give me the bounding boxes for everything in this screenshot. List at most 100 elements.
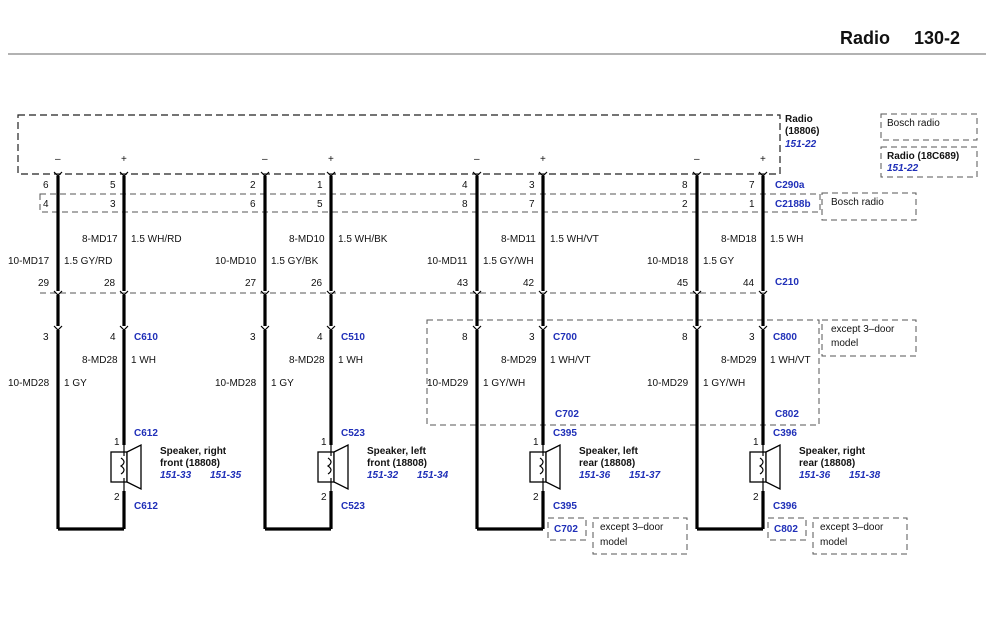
- g4-c2188b-pin-plus: 1: [749, 199, 755, 210]
- g1-wire-bot-plus-color: 1 WH: [131, 355, 156, 366]
- g1-wire-top-plus-id: 8-MD17: [82, 234, 118, 245]
- g2-wire-bot-minus-id: 10-MD28: [215, 378, 257, 389]
- c210-label[interactable]: C210: [775, 277, 799, 288]
- g4-speaker-pin-2: 2: [753, 492, 759, 503]
- g1-minus-sign: –: [55, 154, 61, 165]
- g4-wire-bot-minus-id: 10-MD29: [647, 378, 689, 389]
- g2-speaker-name-line1: Speaker, left: [367, 446, 427, 457]
- g4-c2188b-pin-minus: 2: [682, 199, 688, 210]
- g2-lower-chevrons: [260, 325, 336, 331]
- g3-lower-connector-label[interactable]: C700: [553, 332, 577, 343]
- rear-except-note-line2: model: [831, 338, 858, 349]
- g2-speaker-connector-bottom[interactable]: C523: [341, 501, 365, 512]
- g2-wire-bot-plus-color: 1 WH: [338, 355, 363, 366]
- g2-speaker-ref2-link[interactable]: 151-34: [417, 470, 449, 481]
- g2-speaker-coil-icon: [326, 445, 332, 491]
- c290a-label[interactable]: C290a: [775, 180, 805, 191]
- g4-minus-sign: –: [694, 154, 700, 165]
- g4-wire-top-plus-color: 1.5 WH: [770, 234, 803, 245]
- g3-speaker-ref1-link[interactable]: 151-36: [579, 470, 611, 481]
- g1-speaker-ref1-link[interactable]: 151-33: [160, 470, 192, 481]
- radio-alt-box: [880, 146, 978, 178]
- c2188b-row-box: [39, 193, 821, 213]
- g4-c210-pin-minus: 45: [677, 278, 689, 289]
- g2-speaker-cone-icon: [333, 443, 349, 491]
- g3-speaker-name-line2: rear (18808): [579, 458, 635, 469]
- g1-c2188b-pin-plus: 3: [110, 199, 116, 210]
- g4-speaker-ref2-link[interactable]: 151-38: [849, 470, 881, 481]
- g4-wire-top-minus-id: 10-MD18: [647, 256, 689, 267]
- g2-lower-connector-label[interactable]: C510: [341, 332, 365, 343]
- page-number: 130-2: [914, 28, 960, 48]
- g2-speaker-connector-top[interactable]: C523: [341, 428, 365, 439]
- g1-wire-bot-plus-id: 8-MD28: [82, 355, 118, 366]
- g1-wire-top-minus-id: 10-MD17: [8, 256, 50, 267]
- g3-wire-bot-minus-id: 10-MD29: [427, 378, 469, 389]
- g1-c210-pin-plus: 28: [104, 278, 116, 289]
- g3-lower-pin-minus: 8: [462, 332, 468, 343]
- g1-speaker-pin-2: 2: [114, 492, 120, 503]
- g1-lower-chevrons: [53, 325, 129, 331]
- g1-lower-pin-plus: 4: [110, 332, 116, 343]
- rear-bottom-1-note-line2: model: [600, 537, 627, 548]
- g2-wire-top-minus-id: 10-MD10: [215, 256, 257, 267]
- g4-c7x2-label[interactable]: C802: [775, 409, 799, 420]
- radio-alt-label: Radio (18C689): [887, 151, 959, 162]
- g4-speaker-ref1-link[interactable]: 151-36: [799, 470, 831, 481]
- g1-speaker-connector-bottom[interactable]: C612: [134, 501, 158, 512]
- radio-ref-link[interactable]: 151-22: [785, 139, 817, 150]
- radio-alt-ref-link[interactable]: 151-22: [887, 163, 919, 174]
- g4-speaker-coil-icon: [758, 445, 764, 491]
- g4-lower-chevrons: [692, 325, 768, 331]
- g1-c2188b-pin-minus: 4: [43, 199, 49, 210]
- g1-wire-bot-minus-color: 1 GY: [64, 378, 87, 389]
- g1-speaker-coil-icon: [119, 445, 125, 491]
- g1-speaker-pin-1: 1: [114, 437, 120, 448]
- g3-c210-pin-plus: 42: [523, 278, 535, 289]
- g3-plus-sign: +: [540, 154, 546, 165]
- g4-c290a-pin-plus: 7: [749, 180, 755, 191]
- radio-part: (18806): [785, 126, 819, 137]
- g3-minus-sign: –: [474, 154, 480, 165]
- g4-wire-top-minus-color: 1.5 GY: [703, 256, 734, 267]
- rear-bottom-1-note-box: [592, 517, 688, 555]
- g1-wire-bot-minus-id: 10-MD28: [8, 378, 50, 389]
- g3-c7x2-label[interactable]: C702: [555, 409, 579, 420]
- g2-wire-top-plus-color: 1.5 WH/BK: [338, 234, 388, 245]
- rear-bottom-1-connector-label[interactable]: C702: [554, 524, 578, 535]
- g3-lower-chevrons: [472, 325, 548, 331]
- g1-wire-top-minus-color: 1.5 GY/RD: [64, 256, 112, 267]
- g2-speaker-ref1-link[interactable]: 151-32: [367, 470, 399, 481]
- g2-c210-pin-plus: 26: [311, 278, 323, 289]
- g4-c290a-pin-minus: 8: [682, 180, 688, 191]
- g3-speaker-name-line1: Speaker, left: [579, 446, 639, 457]
- rear-except-note-line1: except 3–door: [831, 324, 895, 335]
- rear-except-box: [426, 319, 820, 426]
- g1-speaker-ref2-link[interactable]: 151-35: [210, 470, 242, 481]
- g4-lower-connector-label[interactable]: C800: [773, 332, 797, 343]
- g2-c290a-pin-plus: 1: [317, 180, 323, 191]
- g4-speaker-cone-icon: [765, 443, 781, 491]
- g1-lower-connector-label[interactable]: C610: [134, 332, 158, 343]
- g1-speaker-name-line1: Speaker, right: [160, 446, 227, 457]
- g4-c210-pin-plus: 44: [743, 278, 755, 289]
- g4-speaker-connector-top[interactable]: C396: [773, 428, 797, 439]
- g4-wire-bot-minus-color: 1 GY/WH: [703, 378, 745, 389]
- g3-c2188b-pin-plus: 7: [529, 199, 535, 210]
- bosch-radio-box: [880, 113, 978, 141]
- c2188b-label[interactable]: C2188b: [775, 199, 811, 210]
- g3-c2188b-pin-minus: 8: [462, 199, 468, 210]
- g1-speaker-connector-top[interactable]: C612: [134, 428, 158, 439]
- g2-speaker-pin-1: 1: [321, 437, 327, 448]
- g2-wire-bot-plus-id: 8-MD28: [289, 355, 325, 366]
- g1-c290a-pin-minus: 6: [43, 180, 49, 191]
- g3-speaker-connector-top[interactable]: C395: [553, 428, 577, 439]
- rear-bottom-2-note-box: [812, 517, 908, 555]
- g3-speaker-ref2-link[interactable]: 151-37: [629, 470, 661, 481]
- rear-bottom-2-connector-label[interactable]: C802: [774, 524, 798, 535]
- g4-speaker-connector-bottom[interactable]: C396: [773, 501, 797, 512]
- g3-speaker-pin-2: 2: [533, 492, 539, 503]
- g2-speaker-magnet: [317, 451, 335, 483]
- g3-speaker-connector-bottom[interactable]: C395: [553, 501, 577, 512]
